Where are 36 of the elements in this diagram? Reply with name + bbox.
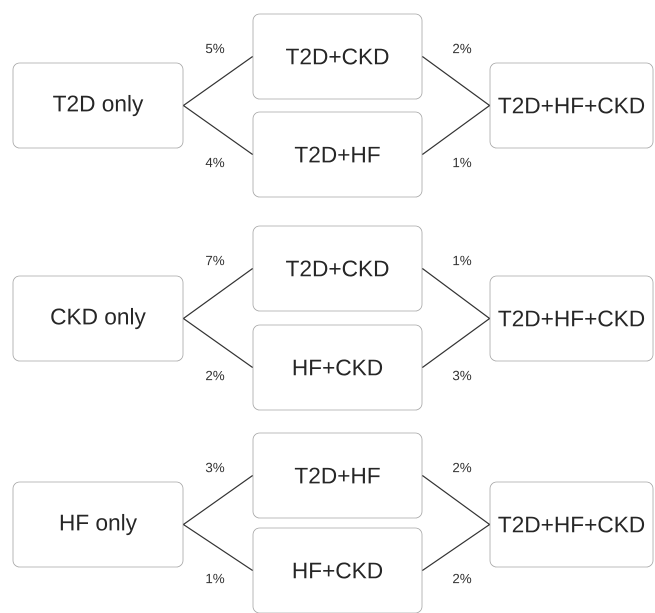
state-box: T2D+HF+CKD — [490, 62, 654, 148]
edge-label: 1% — [453, 158, 472, 168]
state-box: T2D+CKD — [252, 14, 422, 100]
state-box: HF+CKD — [252, 528, 422, 613]
state-box: HF+CKD — [252, 324, 422, 410]
edge-label: 2% — [206, 370, 224, 380]
connector-line — [183, 268, 253, 319]
edge-label: 1% — [453, 256, 472, 266]
connector-line — [422, 56, 490, 106]
connector-line — [183, 475, 253, 525]
state-box: HF only — [12, 482, 184, 568]
edge-label: 5% — [206, 44, 224, 54]
connector-line — [183, 56, 253, 106]
edge-label: 3% — [206, 462, 224, 472]
edge-label: 1% — [206, 574, 224, 584]
state-box: T2D only — [12, 62, 184, 148]
connector-line — [422, 105, 490, 155]
state-box: T2D+HF — [252, 432, 422, 518]
connector-line — [422, 524, 490, 571]
connector-line — [422, 475, 490, 525]
connector-line — [183, 524, 253, 572]
state-box: T2D+HF — [252, 112, 422, 198]
edge-label: 2% — [453, 574, 472, 584]
state-box: T2D+HF+CKD — [490, 276, 654, 362]
connector-line — [422, 318, 490, 368]
edge-label: 2% — [453, 44, 472, 54]
connector-line — [422, 268, 490, 319]
edge-label: 7% — [206, 256, 224, 266]
edge-label: 4% — [206, 158, 224, 168]
edge-label: 3% — [452, 370, 472, 380]
state-box: CKD only — [12, 276, 184, 362]
state-box: T2D+HF+CKD — [490, 482, 654, 568]
edge-label: 2% — [453, 462, 472, 472]
state-box: T2D+CKD — [252, 226, 422, 312]
connector-line — [183, 318, 253, 368]
connector-line — [183, 105, 253, 155]
